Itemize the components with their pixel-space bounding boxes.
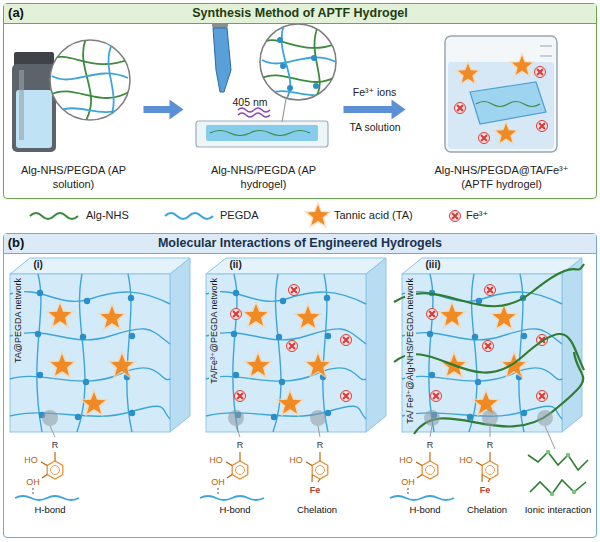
interaction-name: H-bond bbox=[34, 504, 65, 515]
arrow-label: Fe³⁺ ions bbox=[351, 86, 398, 98]
arrow-head bbox=[170, 100, 184, 120]
light-waves bbox=[238, 108, 270, 117]
magnifier-spots bbox=[42, 410, 553, 426]
beaker bbox=[445, 36, 557, 152]
panel-frame: Molecular Interactions of Engineered Hyd… bbox=[3, 233, 597, 538]
arrow-head bbox=[392, 100, 406, 120]
zoom-circle bbox=[258, 24, 340, 100]
panel-title: Synthesis Method of APTF Hydrogel bbox=[4, 4, 596, 23]
group-label: R bbox=[237, 440, 244, 451]
arrow-note: TA solution bbox=[349, 121, 400, 134]
panel-letter: (b) bbox=[8, 235, 25, 251]
interaction-name: Ionic interaction bbox=[525, 504, 592, 515]
network-cube: (iii) TA/ Fe³⁺@Alg-NHS/PEGDA network bbox=[402, 258, 584, 434]
metal-label: Fe bbox=[310, 485, 321, 496]
group-label: R bbox=[317, 440, 324, 451]
interaction-name: H-bond bbox=[219, 504, 250, 515]
network-name: TA/Fe³⁺@PEGDA network bbox=[209, 278, 220, 384]
arrow-shaft bbox=[144, 106, 172, 113]
panel-frame: Synthesis Method of APTF HydrogelAlg-NHS… bbox=[3, 3, 597, 199]
cube-number: (iii) bbox=[426, 259, 441, 270]
wavelength: 405 nm bbox=[232, 96, 267, 109]
network-cube-art bbox=[10, 258, 190, 432]
group-label: OH bbox=[211, 477, 225, 488]
interaction-name: Chelation bbox=[467, 504, 507, 515]
legend-samples bbox=[30, 201, 461, 228]
chemical-structures bbox=[15, 450, 588, 500]
group-label: HO bbox=[209, 455, 223, 466]
panel-title: Molecular Interactions of Engineered Hyd… bbox=[4, 234, 596, 253]
legend-label: PEGDA bbox=[220, 209, 259, 222]
item-label: Alg-NHS/PEGDA@TA/Fe³⁺ (APTF hydrogel) bbox=[434, 164, 569, 192]
network-cube-art bbox=[394, 258, 584, 434]
panel-letter: (a) bbox=[8, 5, 24, 21]
network-name: TA/ Fe³⁺@Alg-NHS/PEGDA network bbox=[405, 278, 416, 424]
interaction-name: H-bond bbox=[409, 504, 440, 515]
pipette bbox=[212, 18, 231, 92]
interaction-name: Chelation bbox=[297, 504, 337, 515]
group-label: R bbox=[427, 440, 434, 451]
legend-label: Alg-NHS bbox=[86, 209, 129, 222]
vial-illustration bbox=[12, 52, 56, 152]
network-cube: (ii) TA/Fe³⁺@PEGDA network bbox=[206, 258, 388, 434]
network-cube-art bbox=[206, 258, 386, 432]
legend-label: Fe³⁺ bbox=[466, 209, 488, 222]
group-label: OH bbox=[26, 477, 40, 488]
item-label: Alg-NHS/PEGDA (AP solution) bbox=[20, 164, 128, 192]
group-label: HO bbox=[289, 455, 303, 466]
group-label: R bbox=[487, 440, 494, 451]
group-label: OH bbox=[401, 477, 415, 488]
flow-arrow bbox=[344, 100, 406, 120]
arrow-shaft bbox=[344, 106, 394, 113]
stage-item: Alg-NHS/PEGDA (AP hydrogel) bbox=[188, 24, 340, 196]
group-label: HO bbox=[399, 455, 413, 466]
leader-lines bbox=[50, 426, 555, 449]
group-label: HO bbox=[24, 455, 38, 466]
zoom-circle bbox=[48, 38, 132, 124]
flow-arrow bbox=[144, 100, 184, 120]
stage-item: Alg-NHS/PEGDA@TA/Fe³⁺ (APTF hydrogel) bbox=[410, 24, 594, 196]
network-cube: (i) TA@PEGDA network bbox=[10, 258, 192, 434]
cube-number: (ii) bbox=[230, 259, 242, 270]
legend-label: Tannic acid (TA) bbox=[334, 209, 413, 222]
network-name: TA@PEGDA network bbox=[13, 278, 24, 363]
metal-label: Fe bbox=[480, 485, 491, 496]
item-label: Alg-NHS/PEGDA (AP hydrogel) bbox=[204, 164, 324, 192]
stage-item: Alg-NHS/PEGDA (AP solution) bbox=[8, 24, 140, 196]
group-label: R bbox=[52, 440, 59, 451]
cube-number: (i) bbox=[34, 259, 43, 270]
group-label: HO bbox=[459, 455, 473, 466]
